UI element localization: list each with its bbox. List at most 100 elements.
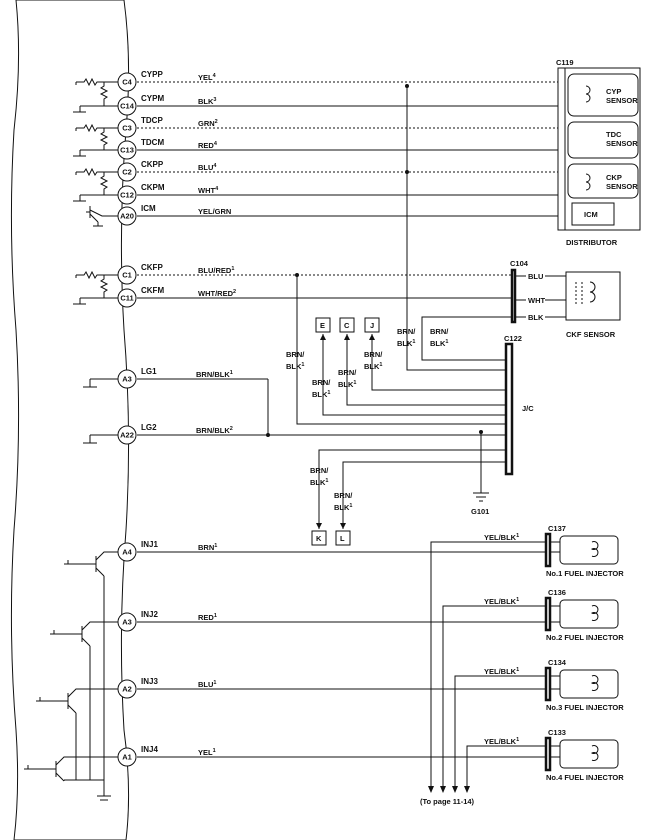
terminal-e-label: E	[320, 321, 325, 330]
injector-label: No.3 FUEL INJECTOR	[546, 703, 624, 712]
terminal-j: J	[364, 317, 380, 333]
input-ground	[73, 105, 118, 113]
wire-color-label: BLU/RED1	[198, 266, 234, 275]
pin-circle	[117, 185, 137, 205]
pin-circle	[117, 265, 137, 285]
cyp-sensor-name: CYP	[606, 87, 621, 96]
feed-arrow	[440, 786, 446, 793]
injector-label: No.4 FUEL INJECTOR	[546, 773, 624, 782]
pin-signal: CKPP	[141, 160, 164, 169]
input-resistor	[76, 77, 118, 87]
ckf-pin-blk: BLK	[528, 313, 544, 322]
brn-blk-k-1: BRN/	[310, 466, 329, 475]
injector-feed-label: YEL/BLK1	[484, 533, 519, 542]
pin-signal: ICM	[141, 204, 156, 213]
pin-signal: INJ4	[141, 745, 158, 754]
distributor: C119 DISTRIBUTOR CYP SENSOR TDC SENSOR C…	[556, 58, 641, 247]
injector-connector-label: C134	[548, 658, 567, 667]
ground-g101: G101	[471, 430, 489, 516]
terminal-arrow	[320, 334, 326, 340]
injector-coil	[590, 675, 599, 691]
wire-color-label: BRN/BLK1	[196, 370, 233, 379]
distributor-label: DISTRIBUTOR	[566, 238, 618, 247]
bias-resistor	[99, 82, 109, 106]
input-ground	[73, 194, 118, 202]
ckf-blk-line	[421, 316, 512, 328]
injector-connector-bar	[544, 736, 552, 772]
terminal-arrow	[316, 523, 322, 529]
pin-a22: A22 LG2 BRN/BLK2	[117, 423, 233, 445]
brn-blk-ckf-2: BLK1	[430, 339, 448, 348]
pin-id: C11	[120, 294, 133, 303]
wire-color-label: YEL/GRN	[198, 207, 231, 216]
ckf-connector-label: C104	[510, 259, 529, 268]
feed-arrow	[452, 786, 458, 793]
wire-color-label: RED4	[198, 141, 218, 150]
injector-driver	[24, 756, 118, 782]
pin-circle	[117, 96, 137, 116]
terminal-e: E	[315, 317, 331, 333]
pin-id: A22	[120, 431, 134, 440]
brn-blk-c2-2: BLK1	[338, 380, 356, 389]
injector-pins	[550, 745, 560, 758]
terminal-c: C	[339, 317, 355, 333]
input-resistor	[76, 167, 118, 177]
terminal-arrow	[344, 334, 350, 340]
wire-color-label: BLK3	[198, 97, 216, 106]
terminal-l-line	[342, 461, 506, 529]
icm-module: ICM	[571, 202, 615, 226]
terminal-k: K	[311, 530, 327, 546]
ckf-shield-drain	[421, 328, 506, 361]
pin-signal: LG2	[141, 423, 157, 432]
pin-id: C12	[120, 191, 134, 200]
pin-signal: TDCP	[141, 116, 163, 125]
brn-blk-dist-2: BLK1	[397, 339, 415, 348]
brn-blk-c2-1: BRN/	[338, 368, 357, 377]
pin-signal: TDCM	[141, 138, 164, 147]
ckp-sensor: CKP SENSOR	[567, 163, 639, 199]
tdc-sensor-name: TDC	[606, 130, 622, 139]
injector-coil	[590, 745, 599, 761]
pin-circle	[117, 72, 137, 92]
bias-resistor	[99, 172, 109, 195]
junction-connector: C122 J/C	[504, 334, 534, 476]
wire-color-label: BRN/BLK2	[196, 426, 233, 435]
injector-connector-label: C136	[548, 588, 566, 597]
injector-connector-label: C133	[548, 728, 566, 737]
injector-feed-label: YEL/BLK1	[484, 667, 519, 676]
pin-circle	[117, 162, 137, 182]
pin-circle	[117, 140, 137, 160]
injector-connector-bar	[544, 596, 552, 632]
pin-id: A20	[120, 212, 134, 221]
wire-color-label: BLU4	[198, 163, 217, 172]
pin-id: A1	[122, 753, 132, 762]
pin-signal: CYPM	[141, 94, 164, 103]
terminal-c-line	[346, 334, 506, 406]
injector-coil	[590, 541, 599, 557]
injector-coil	[590, 605, 599, 621]
jc-connector-label: C122	[504, 334, 522, 343]
dist-shield-drain	[406, 86, 506, 371]
pin-signal: INJ2	[141, 610, 158, 619]
page-reference: (To page 11-14)	[420, 797, 475, 806]
brn-blk-dist-1: BRN/	[397, 327, 416, 336]
terminal-k-label: K	[316, 534, 322, 543]
injector-feed-label: YEL/BLK1	[484, 597, 519, 606]
ckf-pin-wht: WHT	[528, 296, 545, 305]
pin-id: C14	[120, 102, 135, 111]
injector-feed-line	[430, 541, 546, 792]
injector-feed-label: YEL/BLK1	[484, 737, 519, 746]
injector-driver	[64, 551, 118, 577]
brn-blk-j-1: BRN/	[364, 350, 383, 359]
ckf-shield-line	[296, 275, 506, 425]
input-resistor	[76, 123, 118, 133]
injector-feed-line	[466, 745, 546, 792]
pin-c14: C14 CYPM BLK3	[117, 94, 216, 116]
